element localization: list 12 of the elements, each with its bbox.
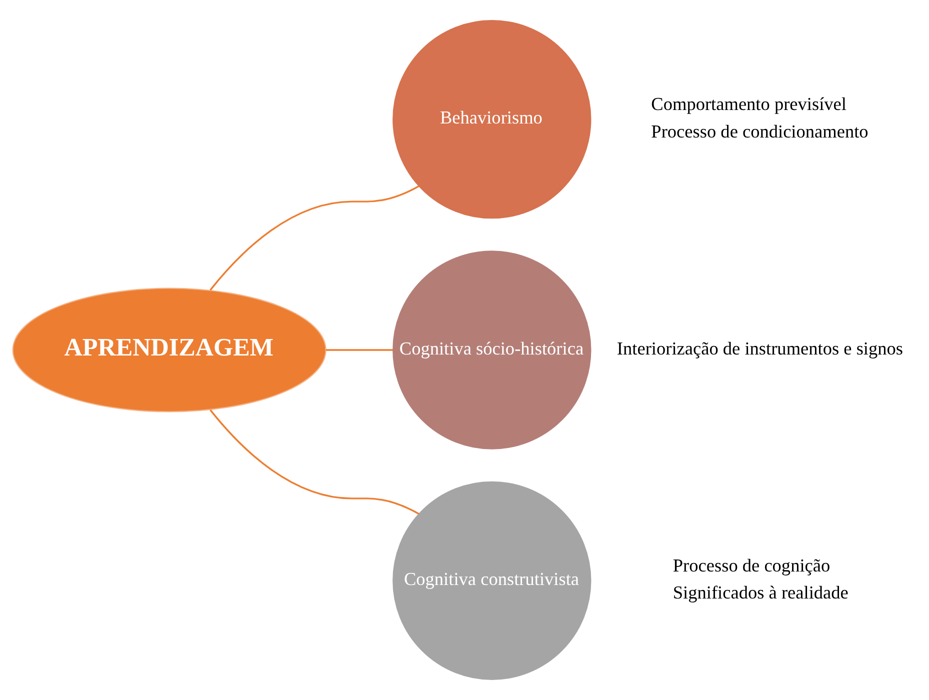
node-label: Processo de cognição <box>672 555 830 576</box>
connector <box>210 185 420 291</box>
node-label: Significados à realidade <box>672 582 848 603</box>
node-label: Processo de condicionamento <box>651 121 868 142</box>
node-ellipse: APRENDIZAGEM <box>12 288 326 412</box>
node-circle: Cognitiva sócio-histórica <box>392 250 592 450</box>
node-circle: Behaviorismo <box>392 20 592 219</box>
node-label: Interiorização de instrumentos e signos <box>616 338 904 358</box>
connector <box>326 349 394 351</box>
node-circle: Cognitiva construtivista <box>392 481 592 680</box>
node-label: Comportamento previsível <box>651 94 847 114</box>
connector <box>210 409 420 515</box>
